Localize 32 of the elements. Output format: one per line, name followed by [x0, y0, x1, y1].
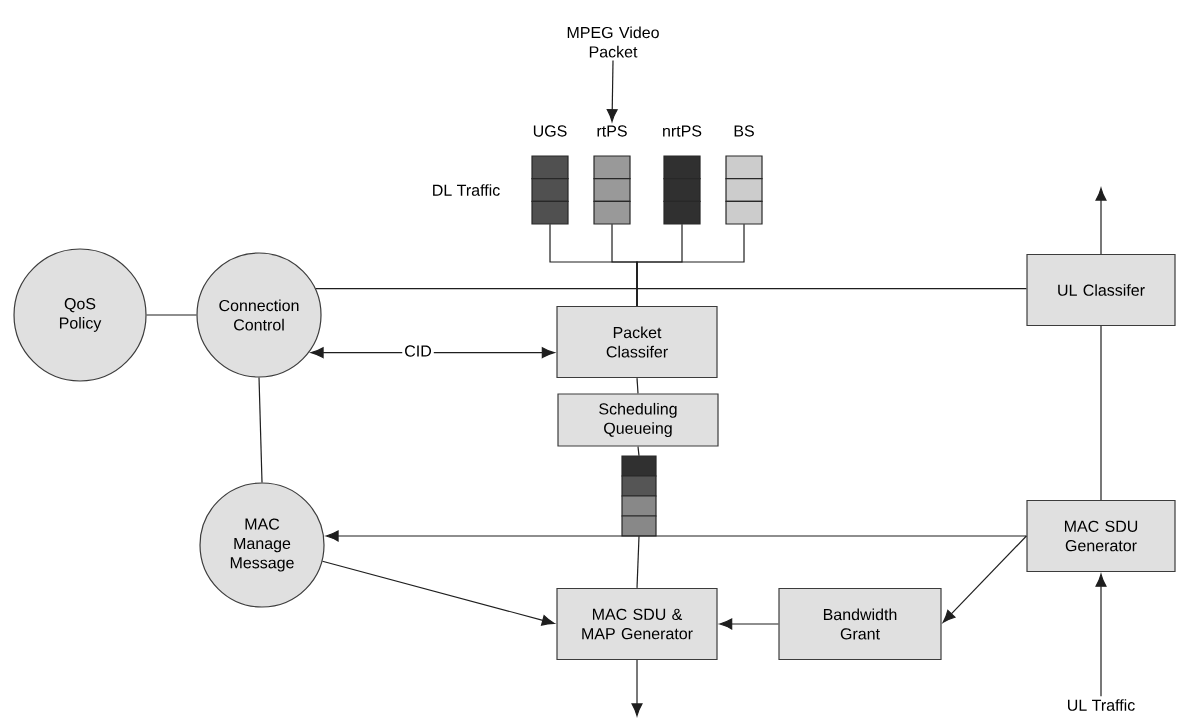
- queue-label: rtPS: [597, 125, 627, 137]
- edge-label: CID: [402, 343, 434, 359]
- queue-label: BS: [734, 125, 754, 137]
- arrow: [942, 535, 1027, 623]
- process-box: MAC SDU Generator: [1026, 499, 1176, 573]
- connector-line: [636, 223, 745, 307]
- arrow: [719, 618, 779, 630]
- arrow: [321, 560, 555, 626]
- arrow: [325, 530, 1027, 542]
- arrow: [1095, 573, 1107, 697]
- process-box: Bandwidth Grant: [778, 587, 942, 661]
- connector-line: [146, 314, 197, 316]
- queue-stack: [621, 455, 657, 537]
- queue-label: UGS: [533, 125, 567, 137]
- arrow: [631, 659, 643, 717]
- input-label: UL Traffic: [1068, 699, 1135, 711]
- arrow: [606, 59, 618, 123]
- connector-line: [315, 287, 1027, 290]
- side-label: DL Traffic: [433, 184, 500, 196]
- input-label: MPEG Video Packet: [567, 26, 659, 58]
- queue-label: nrtPS: [663, 125, 702, 137]
- connector-line: [636, 535, 640, 589]
- process-box: UL Classifer: [1026, 253, 1176, 327]
- arrow: [1095, 187, 1107, 255]
- process-box: Packet Classifer: [556, 305, 718, 379]
- connector-line: [636, 377, 639, 394]
- connector-line: [258, 377, 263, 483]
- process-box: MAC SDU & MAP Generator: [556, 587, 718, 661]
- process-box: Scheduling Queueing: [557, 393, 719, 447]
- connector-line: [637, 446, 640, 457]
- arrow: [310, 347, 555, 359]
- connector-line: [1100, 325, 1102, 501]
